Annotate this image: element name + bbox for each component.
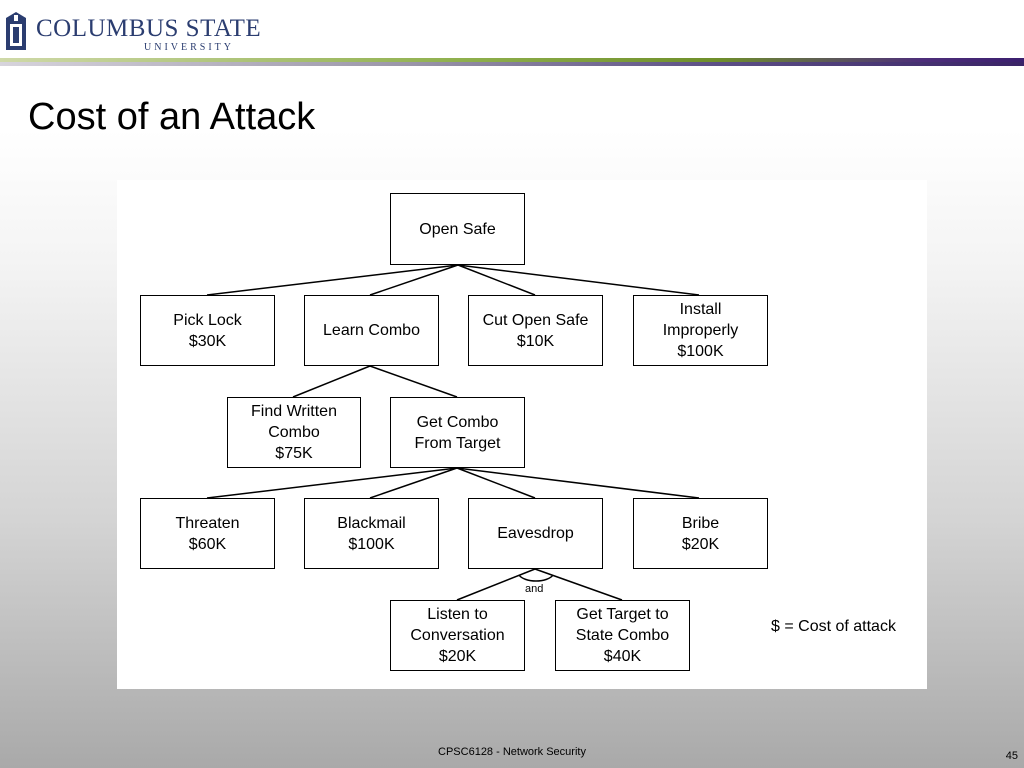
and-arc xyxy=(518,574,554,582)
edge-eavesdrop-get-target xyxy=(534,568,623,601)
and-label: and xyxy=(525,583,544,595)
edge-learn-combo-find-written xyxy=(292,365,371,398)
attack-tree-diagram: Open Safe Pick Lock $30K Learn Combo Cut… xyxy=(117,180,927,689)
edge-get-combo-eavesdrop xyxy=(456,467,536,499)
node-open-safe: Open Safe xyxy=(390,193,525,265)
node-learn-combo: Learn Combo xyxy=(304,295,439,366)
edge-get-combo-threaten xyxy=(206,467,458,499)
header-divider-purple xyxy=(0,62,1024,66)
edge-get-combo-bribe xyxy=(456,467,700,499)
university-shield-icon xyxy=(6,12,26,50)
node-pick-lock: Pick Lock $30K xyxy=(140,295,275,366)
header: COLUMBUS STATE UNIVERSITY xyxy=(0,0,1024,58)
edge-eavesdrop-listen xyxy=(456,568,536,601)
node-eavesdrop: Eavesdrop xyxy=(468,498,603,569)
node-blackmail: Blackmail $100K xyxy=(304,498,439,569)
node-cut-open-safe: Cut Open Safe $10K xyxy=(468,295,603,366)
header-divider-green xyxy=(0,58,1024,62)
tree-connectors xyxy=(206,264,700,601)
logo-main-text: COLUMBUS STATE xyxy=(36,15,262,42)
footer-course-title: CPSC6128 - Network Security xyxy=(438,746,586,758)
edge-open-safe-cut-open-safe xyxy=(457,264,536,296)
slide-number: 45 xyxy=(1005,750,1018,762)
edge-open-safe-pick-lock xyxy=(206,264,459,296)
edge-learn-combo-get-combo xyxy=(369,365,458,398)
node-get-combo-from-target: Get Combo From Target xyxy=(390,397,525,468)
node-find-written-combo: Find Written Combo $75K xyxy=(227,397,361,468)
logo-sub-text: UNIVERSITY xyxy=(144,42,234,53)
university-logo: COLUMBUS STATE UNIVERSITY xyxy=(36,15,262,53)
node-threaten: Threaten $60K xyxy=(140,498,275,569)
node-install-improperly: Install Improperly $100K xyxy=(633,295,768,366)
cost-legend: $ = Cost of attack xyxy=(771,618,896,635)
node-get-target-to-state-combo: Get Target to State Combo $40K xyxy=(555,600,690,671)
edge-get-combo-blackmail xyxy=(369,467,458,499)
edge-open-safe-learn-combo xyxy=(369,264,459,296)
edge-open-safe-install-improperly xyxy=(457,264,700,296)
slide-title: Cost of an Attack xyxy=(28,96,316,138)
node-listen-to-conversation: Listen to Conversation $20K xyxy=(390,600,525,671)
node-bribe: Bribe $20K xyxy=(633,498,768,569)
